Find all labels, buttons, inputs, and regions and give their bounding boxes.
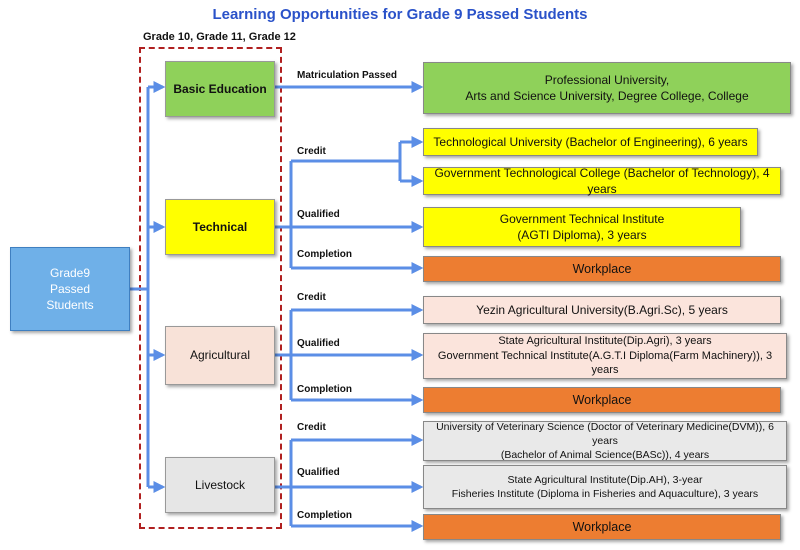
dest-tech-qualified-line-2: (AGTI Diploma), 3 years bbox=[517, 228, 647, 242]
dest-workplace-technical: Workplace bbox=[423, 256, 781, 282]
dest-government-technical-institute: Government Technical Institute (AGTI Dip… bbox=[423, 207, 741, 247]
label-agri-qualified: Qualified bbox=[297, 338, 340, 349]
dest-basic-line-2: Arts and Science University, Degree Coll… bbox=[465, 89, 749, 103]
source-line-3: Students bbox=[46, 298, 94, 313]
label-tech-completion: Completion bbox=[297, 249, 352, 260]
dest-state-agricultural-institute: State Agricultural Institute(Dip.Agri), … bbox=[423, 333, 787, 379]
dest-technological-university: Technological University (Bachelor of En… bbox=[423, 128, 758, 156]
dest-workplace-livestock: Workplace bbox=[423, 514, 781, 540]
dest-tech-qualified-line-1: Government Technical Institute bbox=[499, 211, 665, 226]
grades-label: Grade 10, Grade 11, Grade 12 bbox=[143, 31, 296, 43]
dest-state-agricultural-institute-ah: State Agricultural Institute(Dip.AH), 3-… bbox=[423, 465, 787, 509]
dest-live-qualified-line-1: State Agricultural Institute(Dip.AH), 3-… bbox=[507, 473, 703, 486]
dest-agri-qualified-line-2: Government Technical Institute(A.G.T.I D… bbox=[437, 349, 773, 377]
dest-agri-qualified-line-1: State Agricultural Institute(Dip.Agri), … bbox=[498, 334, 712, 347]
dest-live-qualified-line-2: Fisheries Institute (Diploma in Fisherie… bbox=[451, 488, 759, 500]
label-matriculation: Matriculation Passed bbox=[297, 70, 398, 81]
technical-box: Technical bbox=[165, 199, 275, 255]
dest-live-credit-line-2: (Bachelor of Animal Science(BASc)), 4 ye… bbox=[500, 449, 710, 462]
livestock-box: Livestock bbox=[165, 457, 275, 513]
agri-branch bbox=[275, 310, 293, 400]
live-branch bbox=[275, 440, 293, 526]
dest-university-veterinary-science: University of Veterinary Science (Doctor… bbox=[423, 421, 787, 461]
dest-yezin-agricultural-university: Yezin Agricultural University(B.Agri.Sc)… bbox=[423, 296, 781, 324]
basic-education-box: Basic Education bbox=[165, 61, 275, 117]
label-live-completion: Completion bbox=[297, 510, 352, 521]
source-line-1: Grade9 bbox=[49, 265, 91, 280]
label-live-qualified: Qualified bbox=[297, 467, 340, 478]
tech-branch bbox=[275, 161, 293, 268]
agricultural-box: Agricultural bbox=[165, 326, 275, 385]
dest-basic-universities: Professional University, Arts and Scienc… bbox=[423, 62, 791, 114]
diagram-title: Learning Opportunities for Grade 9 Passe… bbox=[212, 6, 588, 23]
label-tech-credit: Credit bbox=[297, 146, 326, 157]
label-tech-qualified: Qualified bbox=[297, 209, 340, 220]
label-live-credit: Credit bbox=[297, 422, 326, 433]
dest-government-technological-college: Government Technological College (Bachel… bbox=[423, 166, 781, 196]
label-agri-credit: Credit bbox=[297, 292, 326, 303]
grade9-students-box: Grade9 Passed Students bbox=[10, 247, 130, 331]
dest-workplace-agricultural: Workplace bbox=[423, 387, 781, 413]
label-agri-completion: Completion bbox=[297, 384, 352, 395]
dest-basic-line-1: Professional University, bbox=[544, 72, 670, 87]
source-line-2: Passed bbox=[49, 281, 91, 296]
dest-live-credit-line-1: University of Veterinary Science (Doctor… bbox=[436, 420, 774, 447]
